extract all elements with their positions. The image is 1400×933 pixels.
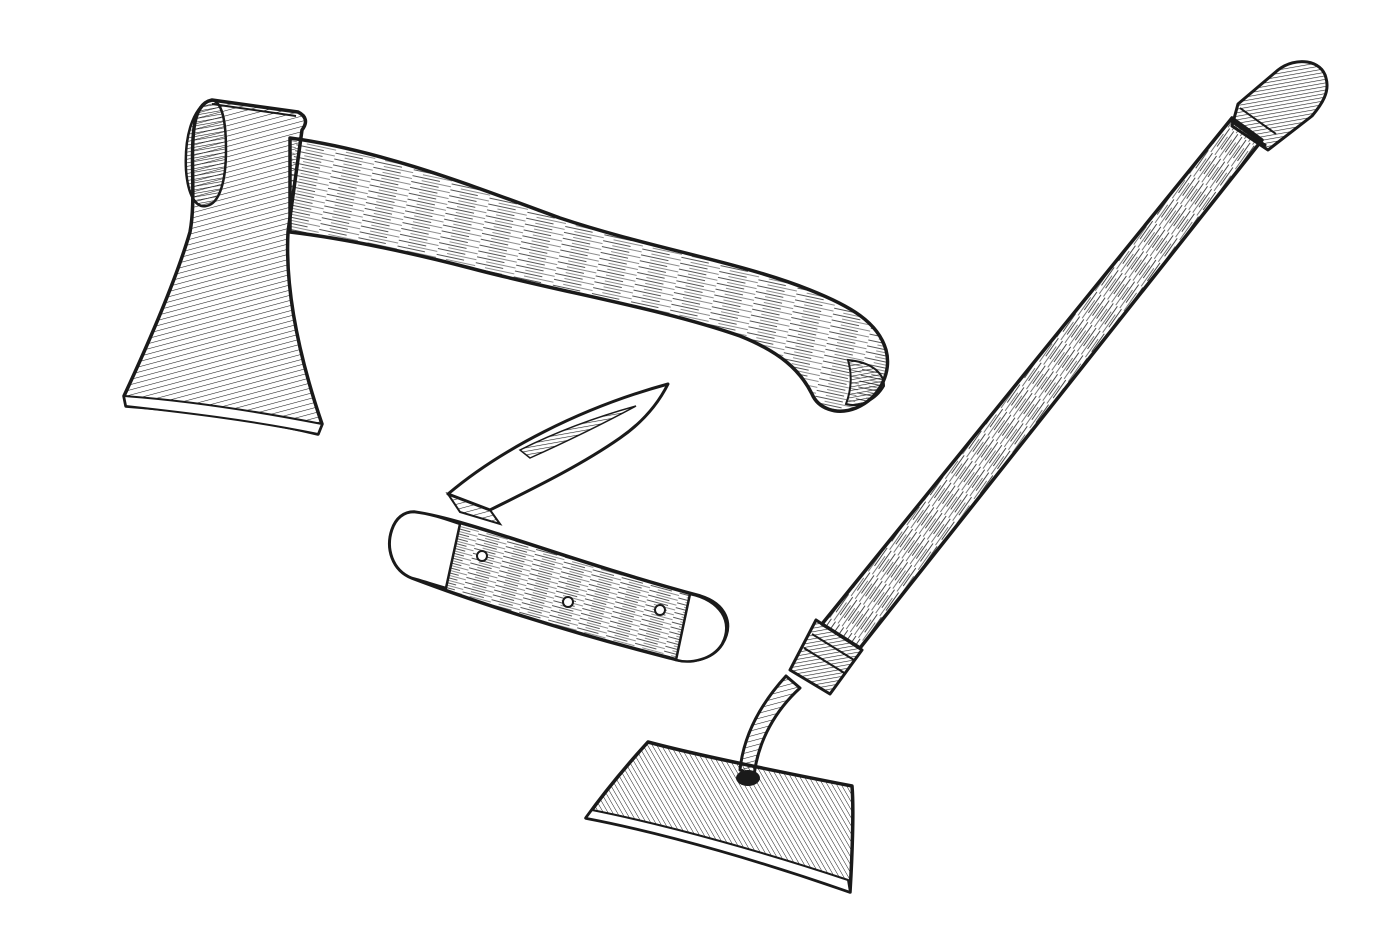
knife-blade-tang: [445, 491, 503, 526]
hatchet-edge: [122, 394, 324, 436]
garden-hoe: [584, 60, 1329, 894]
hatchet-handle: [288, 136, 890, 413]
knife-rivet-1: [476, 550, 488, 562]
knife-bolster-front: [388, 510, 462, 590]
hoe-socket: [736, 770, 760, 786]
pocket-knife: [388, 382, 730, 663]
knife-bolster-rear: [674, 592, 728, 663]
hoe-neck: [738, 674, 802, 778]
knife-blade-fuller: [518, 405, 637, 459]
hoe-edge: [584, 808, 852, 894]
knife-rivet-3: [654, 604, 666, 616]
hoe-pole: [820, 116, 1264, 650]
hoe-grip-top: [1230, 60, 1329, 152]
hatchet-poll: [184, 98, 228, 208]
hatchet-handle-end: [844, 358, 886, 406]
hatchet: [122, 98, 890, 436]
knife-blade: [446, 382, 670, 512]
knife-rivet-2: [562, 596, 574, 608]
hoe-ferrule: [788, 618, 864, 696]
